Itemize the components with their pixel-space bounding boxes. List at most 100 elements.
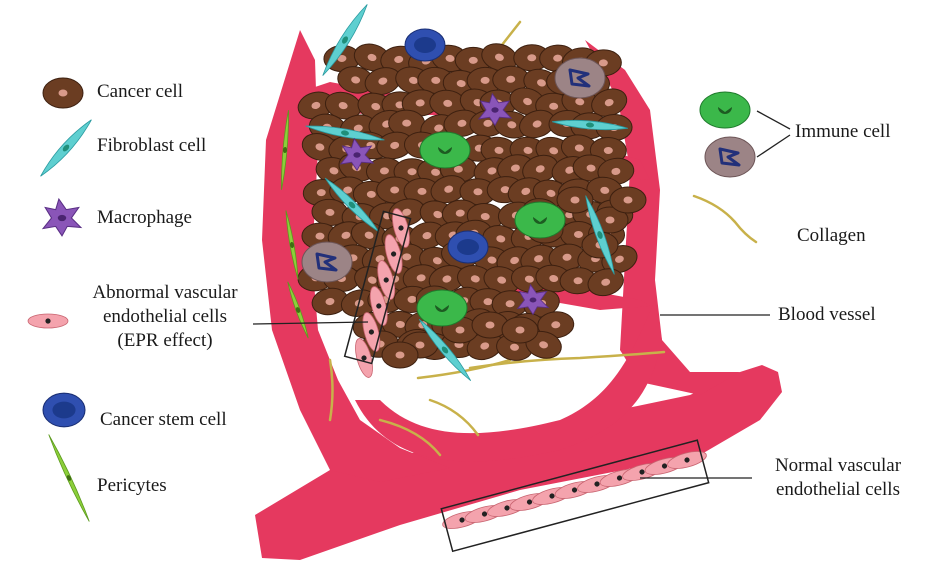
- macrophage: [516, 283, 550, 316]
- cancer-cell-nucleus: [325, 297, 335, 306]
- pericyte-nucleus: [66, 475, 72, 481]
- cancer-cell-nucleus: [551, 321, 561, 329]
- legend-macrophage-icon: [41, 197, 83, 237]
- legend-abnormal-endothelial-line1: Abnormal vascular: [92, 282, 238, 303]
- cell-population: [27, 4, 758, 529]
- cancer-cell-nucleus: [523, 97, 532, 106]
- cancer-cell-nucleus: [407, 295, 417, 303]
- cancer-cell-nucleus: [506, 75, 516, 83]
- fibroblast-nucleus: [586, 122, 594, 128]
- stem-cell-nucleus: [457, 239, 479, 255]
- cancer-cell-nucleus: [329, 167, 339, 175]
- legend-abnormal-endothelial-line3: (EPR effect): [117, 330, 213, 351]
- cancer-cell: [376, 176, 414, 204]
- cancer-cell-nucleus: [480, 342, 490, 350]
- cancer-cell: [609, 186, 647, 214]
- cancer-cell-nucleus: [416, 274, 426, 282]
- cancer-cell: [324, 91, 362, 120]
- cancer-cell-nucleus: [443, 99, 453, 107]
- cancer-cell-nucleus: [611, 167, 621, 175]
- normal-endothelial-box: [440, 439, 710, 553]
- stem-cell-nucleus: [52, 401, 76, 419]
- cancer-cell-nucleus: [402, 208, 412, 216]
- endothelial-cell-nucleus: [376, 303, 382, 309]
- callout-immune-cell-grey-icon: [704, 136, 756, 178]
- endothelial-cell-nucleus: [639, 469, 645, 475]
- cancer-cell: [560, 134, 598, 162]
- cancer-cell: [301, 133, 339, 162]
- fibroblast-nucleus: [342, 36, 348, 44]
- cancer-cell-nucleus: [549, 274, 559, 283]
- fibroblast-nucleus: [441, 346, 449, 354]
- legend-abnormal-endothelial-icon: [27, 313, 69, 329]
- cancer-stem-cell: [404, 28, 446, 62]
- fibroblast-cell: [585, 195, 615, 275]
- cancer-cell-nucleus: [500, 186, 510, 194]
- cancer-cell-nucleus: [432, 257, 442, 265]
- cancer-cell-nucleus: [505, 300, 515, 308]
- cancer-cell-nucleus: [483, 298, 493, 306]
- endothelial-cell-nucleus: [526, 499, 533, 505]
- cancer-cell: [537, 311, 575, 339]
- cancer-cell-nucleus: [483, 119, 493, 127]
- cancer-cell-nucleus: [395, 320, 405, 328]
- cancer-cell-nucleus: [524, 275, 534, 283]
- cancer-cell-nucleus: [422, 232, 432, 240]
- immune-cell-nucleus: [435, 305, 449, 312]
- cancer-cell-nucleus: [364, 231, 374, 239]
- normal-endothelial-line2: endothelial cells: [776, 479, 900, 500]
- normal-endothelial-line1: Normal vascular: [774, 455, 902, 476]
- cancer-cell-nucleus: [337, 54, 347, 62]
- cancer-cell-nucleus: [395, 351, 405, 359]
- cancer-cell-nucleus: [485, 321, 495, 329]
- cancer-cell: [457, 265, 494, 293]
- cancer-cell-nucleus: [510, 256, 519, 265]
- fibroblast-nucleus: [62, 144, 70, 152]
- cancer-cell-nucleus: [480, 213, 490, 221]
- endothelial-cell-nucleus: [684, 457, 690, 463]
- cancer-cell-nucleus: [473, 188, 483, 196]
- cancer-cell-nucleus: [535, 165, 545, 173]
- cancer-cell-nucleus: [523, 146, 533, 154]
- immune-cell-green: [416, 289, 468, 327]
- cancer-cell-nucleus: [415, 341, 425, 349]
- cancer-stem-cell: [447, 230, 489, 264]
- legend-fibroblast-cell-label: Fibroblast cell: [97, 135, 207, 156]
- cancer-cell-nucleus: [351, 76, 361, 84]
- immune-callout-line-bottom: [756, 134, 791, 158]
- cancer-cell-nucleus: [390, 141, 400, 149]
- legend-fibroblast-cell-icon: [40, 119, 92, 177]
- cancer-cell-nucleus: [549, 147, 559, 155]
- cancer-cell-nucleus: [574, 144, 584, 152]
- collagen-fiber: [416, 358, 512, 380]
- fibroblast-cell: [418, 319, 472, 381]
- cancer-cell-nucleus: [527, 54, 537, 62]
- fibroblast-nucleus: [348, 201, 356, 209]
- blood-vessel-label: Blood vessel: [778, 304, 876, 325]
- cancer-cell-nucleus: [338, 102, 348, 110]
- cancer-cell-nucleus: [402, 253, 412, 261]
- immune-cell-body: [419, 131, 471, 169]
- cancer-cell-nucleus: [371, 102, 381, 111]
- pericyte-nucleus: [295, 307, 301, 313]
- cancer-cell-nucleus: [325, 208, 335, 216]
- cancer-cell-nucleus: [553, 54, 563, 62]
- cancer-cell-nucleus: [367, 276, 377, 284]
- abnormal-endothelial-cell: [369, 286, 388, 326]
- cancer-cell-nucleus: [378, 77, 388, 85]
- cancer-cell-nucleus: [315, 232, 325, 240]
- cancer-cell-nucleus: [316, 189, 326, 197]
- cancer-cell-nucleus: [367, 53, 377, 62]
- cancer-cell-nucleus: [431, 168, 441, 176]
- immune-cell-body: [699, 91, 751, 129]
- cancer-cell: [501, 316, 539, 344]
- cancer-cell: [591, 88, 628, 117]
- cancer-cell-nucleus: [453, 165, 463, 173]
- immune-cell-nucleus: [533, 217, 547, 224]
- endothelial-cell-nucleus: [391, 251, 397, 257]
- endothelial-cell-nucleus: [398, 225, 404, 231]
- cancer-cell-nucleus: [615, 255, 624, 263]
- annotation-markers: [252, 110, 791, 553]
